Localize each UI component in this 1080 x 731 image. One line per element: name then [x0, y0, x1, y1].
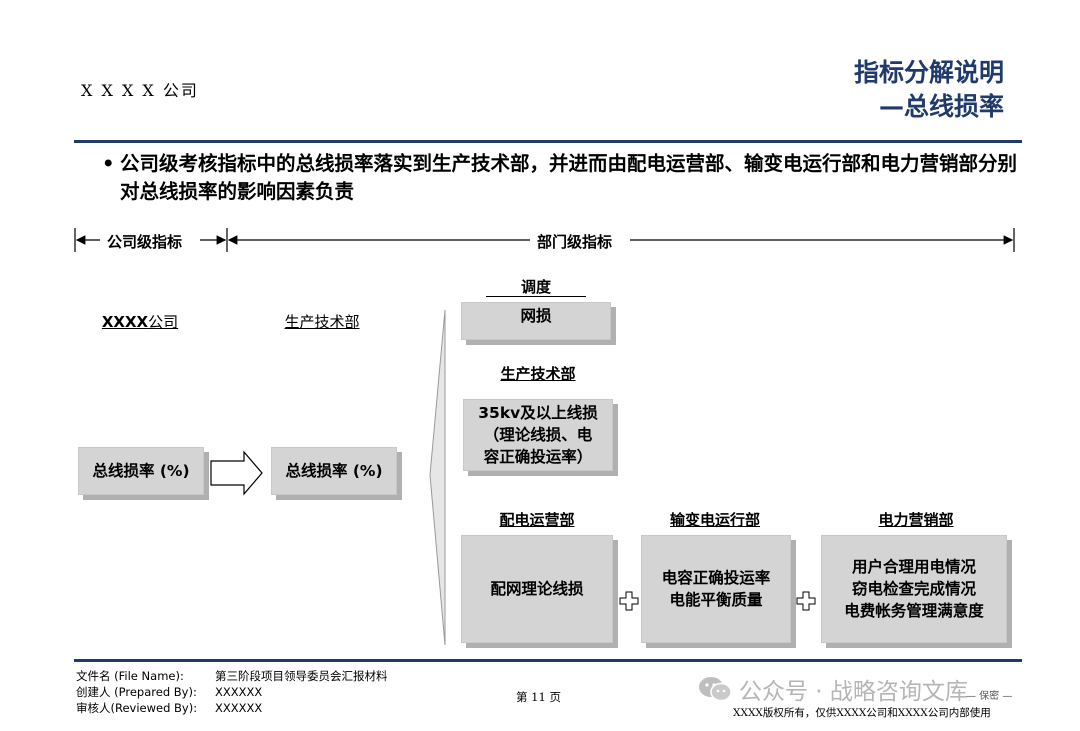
prod-dept-title: 生产技术部	[284, 313, 360, 331]
company-title-bold: XXXX	[101, 313, 149, 331]
bullet-marker: •	[102, 152, 115, 175]
sales-metric-2: 窃电检查完成情况	[851, 580, 976, 598]
department-level-label: 部门级指标	[531, 231, 619, 252]
footer-file-label: 文件名 (File Name):	[76, 669, 184, 683]
prod-line-loss-box: 35kv及以上线损 （理论线损、电 容正确投运率）	[463, 399, 613, 471]
company-title: XXXX公司	[90, 311, 190, 332]
bullet-text: 公司级考核指标中的总线损率落实到生产技术部，并进而由配电运营部、输变电运行部和电…	[120, 152, 1018, 203]
confidential-mark: — 保密 —	[966, 691, 1013, 702]
watermark: 公众号 · 战略咨询文库	[697, 672, 968, 706]
right-prod-dept-title: 生产技术部	[500, 365, 576, 383]
dispatch-title-underline	[486, 296, 586, 297]
company-name: X X X X 公司	[81, 81, 199, 100]
footer-file-value: 第三阶段项目领导委员会汇报材料	[215, 669, 388, 683]
page-number: 第 11 页	[516, 690, 561, 704]
trans-dept-title: 输变电运行部	[669, 511, 760, 529]
prod-line-loss-line2: （理论线损、电	[483, 426, 593, 444]
header-divider	[74, 140, 1022, 143]
sales-metric-1: 用户合理用电情况	[851, 558, 976, 576]
footer-divider	[74, 659, 1022, 662]
company-level-label: 公司级指标	[101, 231, 189, 252]
trans-metrics-box: 电容正确投运率 电能平衡质量	[641, 535, 791, 643]
watermark-text: 公众号 · 战略咨询文库	[739, 679, 968, 705]
footer-reviewed-value: XXXXXX	[215, 701, 263, 715]
trans-metric-1: 电容正确投运率	[661, 569, 771, 587]
prod-total-loss-box: 总线损率 (%)	[271, 447, 397, 495]
wechat-icon	[699, 677, 732, 702]
footer-prepared-label: 创建人 (Prepared By):	[76, 685, 197, 699]
dist-dept-title: 配电运营部	[499, 511, 575, 529]
company-total-loss-box: 总线损率 (%)	[78, 447, 204, 495]
company-title-rest: 公司	[148, 313, 179, 331]
trans-metric-2: 电能平衡质量	[669, 591, 763, 609]
sales-metrics-box: 用户合理用电情况 窃电检查完成情况 电费帐务管理满意度	[821, 535, 1007, 643]
copyright-notice: XXXX版权所有，仅供XXXX公司和XXXX公司内部使用	[733, 707, 991, 719]
footer-prepared-value: XXXXXX	[215, 685, 263, 699]
sales-dept-title: 电力营销部	[878, 511, 954, 529]
dist-theory-loss-box: 配网理论线损	[461, 535, 613, 643]
page-title: 指标分解说明	[853, 58, 1004, 87]
footer-reviewed-label: 审核人(Reviewed By):	[76, 701, 198, 715]
dispatch-network-loss-box: 网损	[461, 302, 611, 340]
prod-line-loss-line1: 35kv及以上线损	[478, 404, 598, 422]
prod-line-loss-line3: 容正确投运率）	[483, 448, 593, 466]
dispatch-title: 调度	[520, 278, 551, 296]
page-subtitle: —总线损率	[878, 92, 1004, 121]
sales-metric-3: 电费帐务管理满意度	[844, 602, 984, 620]
